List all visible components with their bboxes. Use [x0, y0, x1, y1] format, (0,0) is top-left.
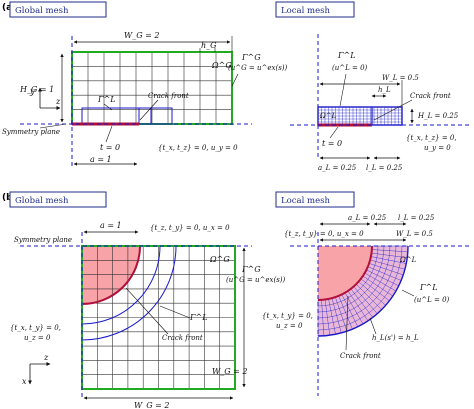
- panel-b-local-ll: l_L = 0.25: [398, 214, 435, 222]
- panel-b-local-title-box: Local mesh: [275, 191, 355, 208]
- panel-a-axis-z-label: z: [55, 97, 61, 106]
- panel-a-global-title: Global mesh: [15, 6, 69, 16]
- panel-b-local-mesh: [317, 245, 408, 336]
- panel-b-local-hl: h_L(s') = h_L: [372, 334, 419, 342]
- panel-b-crack-front: Crack front: [162, 334, 203, 342]
- panel-a-local-hl: h_L: [378, 86, 391, 94]
- panel-b-local-wl: W_L = 0.5: [396, 230, 433, 238]
- panel-b-axis-z-label: z: [43, 353, 49, 362]
- panel-b-local-bc-left2: u_z = 0: [276, 322, 303, 330]
- panel-a-local-al: a_L = 0.25: [318, 164, 357, 172]
- panel-b-local-crack-front: Crack front: [340, 352, 381, 360]
- panel-a-local-u-cond: (u^L = 0): [332, 64, 368, 72]
- panel-a-tag: (a): [2, 3, 16, 13]
- panel-b-a-label: a = 1: [100, 221, 122, 230]
- panel-a-traction: t = 0: [100, 143, 120, 152]
- panel-a-local-title-box: Local mesh: [275, 1, 355, 18]
- panel-a-symmetry-label: Symmetry plane: [2, 128, 60, 136]
- panel-a-hg-label: h_G: [201, 41, 217, 50]
- panel-a-local-crack-front: Crack front: [410, 92, 451, 100]
- panel-a-ug-cond: (u^G = u^ex(s)): [228, 64, 288, 72]
- panel-b-symmetry-label: Symmetry plane: [14, 236, 72, 244]
- panel-b-bc-left: {t_x, t_y} = 0,: [10, 324, 61, 332]
- panel-a-local-hl-big: H_L = 0.25: [417, 112, 459, 120]
- panel-a-a-label: a = 1: [90, 155, 112, 164]
- panel-b-local-u-cond: (u^L = 0): [414, 296, 450, 304]
- mesh-arc: [317, 245, 403, 331]
- panel-b-local-bc-left: {t_x, t_y} = 0,: [262, 312, 313, 320]
- panel-b-local-al: a_L = 0.25: [348, 214, 387, 222]
- panel-b-local-crack-region: [318, 246, 372, 300]
- panel-b-local-title: Local mesh: [281, 196, 330, 206]
- panel-a-local-gamma-l: Γ^L: [337, 51, 356, 60]
- panel-b-local-crack-front: [317, 245, 373, 301]
- panel-b-global-title: Global mesh: [15, 196, 69, 206]
- panel-b-axis-x-label: x: [22, 377, 27, 386]
- panel-b-wg-right: W_G = 2: [212, 367, 248, 376]
- panel-a-local-bc: {t_x, t_z} = 0,: [406, 134, 457, 142]
- mesh-arc: [317, 245, 397, 325]
- panel-b-local-omega-l: Ω^L: [399, 256, 417, 264]
- panel-b-local-boundary-inner: [81, 245, 161, 325]
- panel-a-wg-label: W_G = 2: [124, 31, 160, 40]
- panel-b-gamma-l: Γ^L: [189, 313, 208, 322]
- panel-a-local-boundary-inner: [138, 107, 152, 125]
- panel-b-gamma-g: Γ^G: [241, 265, 261, 274]
- panel-b-tag: (b): [2, 193, 17, 203]
- panel-a-bc-right: {t_x, t_z} = 0, u_y = 0: [158, 144, 238, 152]
- mesh-arc: [317, 245, 385, 313]
- panel-b-local-outline: [317, 245, 409, 337]
- panel-a-crack-front: Crack front: [148, 92, 189, 100]
- mesh-arc: [317, 245, 391, 319]
- panel-a-global-mesh: [71, 51, 233, 125]
- panel-a-local-title: Local mesh: [281, 6, 330, 16]
- panel-b-omega-g: Ω^G: [209, 255, 230, 264]
- panel-b-local-gamma-l: Γ^L: [419, 283, 438, 292]
- panel-a-local-ll: l_L = 0.25: [366, 164, 403, 172]
- panel-a-local-traction: t = 0: [322, 139, 342, 148]
- panel-b-wg-bottom: W_G = 2: [134, 401, 170, 409]
- panel-a-axis-y-label: y: [29, 87, 35, 96]
- mesh-arc: [317, 245, 379, 307]
- panel-a-omega-g: Ω^G: [211, 61, 232, 70]
- panel-b-global-title-box: Global mesh: [9, 191, 107, 208]
- panel-b-bc-left2: u_z = 0: [24, 334, 51, 342]
- panel-a-local-boundary: [81, 107, 173, 125]
- panel-a-gamma-g: Γ^G: [241, 53, 261, 62]
- panel-a-hg-dim-label: H_G = 1: [19, 85, 54, 94]
- panel-b-bc-top: {t_z, t_y} = 0, u_x = 0: [150, 224, 230, 232]
- panel-a-global-title-box: Global mesh: [9, 1, 107, 18]
- panel-b-local-bc-top: {t_z, t_y} = 0, u_x = 0: [284, 230, 364, 238]
- panel-a-local-bc2: u_y = 0: [424, 144, 451, 152]
- panel-a-local-omega-l: Ω^L: [319, 112, 337, 120]
- panel-b-crack-front-arc: [81, 245, 141, 305]
- panel-b-ug-cond: (u^G = u^ex(s)): [226, 276, 286, 284]
- panel-a-gamma-l: Γ^L: [97, 95, 116, 104]
- panel-a-local-wl: W_L = 0.5: [382, 74, 419, 82]
